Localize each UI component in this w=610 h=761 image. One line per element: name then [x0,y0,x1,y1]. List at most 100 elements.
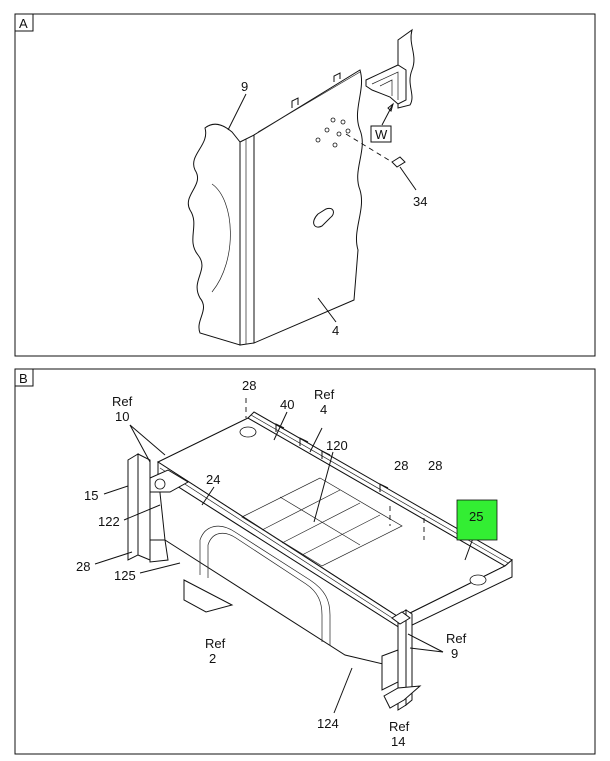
mounting-holes [315,117,351,148]
hole [330,117,336,123]
leader-ref10 [129,424,151,463]
panel-a-letter: A [19,16,28,31]
callout-122: 122 [98,514,120,529]
right-top-cap [391,611,411,625]
leader-24 [201,486,215,506]
rail-clip [299,437,309,446]
edge-trim [239,134,255,346]
panel-top-lip [257,71,361,133]
callout-25: 25 [469,509,483,524]
leader-ref10 [129,424,166,456]
left-end-bracket [127,453,189,563]
floor-drain-hole [239,426,257,438]
callout-w: W [375,127,388,142]
hole [324,127,330,133]
leader-15 [103,485,129,495]
top-clip-right [333,72,341,82]
callout-ref2-ref: Ref [205,636,226,651]
bottom-bracket-2 [183,579,234,613]
rail-clip [379,483,389,492]
callout-15: 15 [84,488,98,503]
callout-ref10-num: 10 [115,409,129,424]
panel-face-4 [253,69,363,344]
rail-clip [275,423,285,432]
oblong-cutout [313,207,334,228]
hole [336,131,342,137]
highlight-box-25 [456,499,498,541]
callout-24: 24 [206,472,220,487]
callout-ref14-ref: Ref [389,719,410,734]
callout-120: 120 [326,438,348,453]
leader-34 [399,166,417,191]
callout-ref14-num: 14 [391,734,405,749]
callout-4: 4 [332,323,339,338]
leader-125 [139,562,181,574]
side-panel-drawing [187,69,363,346]
trough-divider [281,502,361,544]
top-clip-left [291,97,299,108]
left-upright-side [137,453,151,561]
callout-125: 125 [114,568,136,583]
bracket-edge [379,79,393,96]
hole [315,137,321,143]
front-rail-line [159,467,401,624]
callout-28-top: 28 [242,378,256,393]
wall-section-9 [187,123,241,346]
hole [340,119,346,125]
panel-b: B [14,368,596,755]
right-upright-side [405,609,413,707]
skirt-arch-inner [207,532,323,642]
callout-28-right: 28 [428,458,442,473]
callout-w-box [370,125,392,143]
trough-divider [301,514,381,556]
callout-28-left: 28 [76,559,90,574]
left-lower-bracket [149,539,169,563]
front-skirt [157,473,401,669]
rail-clip [321,450,331,459]
callout-ref4-num: 4 [320,402,327,417]
leader-w-arrow [381,103,394,126]
hole [345,128,351,134]
panel-b-letter: B [19,371,28,386]
callout-ref2-num: 2 [209,651,216,666]
callout-ref4-ref: Ref [314,387,335,402]
callout-ref9-num: 9 [451,646,458,661]
hole [332,142,338,148]
right-foot-14 [383,685,422,709]
leader-28-left [94,551,133,565]
leader-124 [333,667,353,714]
panel-a-frame [14,13,596,357]
leader-120 [313,451,334,523]
callout-34: 34 [413,194,427,209]
leader-40 [273,411,288,441]
bracket-edge [371,71,399,100]
floor-drain-hole [469,574,487,586]
bracket-detail [365,28,415,109]
right-end-bracket [381,609,422,711]
callout-9: 9 [241,79,248,94]
panel-b-frame [14,368,596,755]
leader-4 [317,297,337,323]
tray-assembly [156,398,513,669]
callout-124: 124 [317,716,339,731]
trough-120 [241,477,403,567]
bracket-body [365,64,407,105]
callout-40: 40 [280,397,294,412]
panel-a: A [14,13,596,357]
callout-ref10-ref: Ref [112,394,133,409]
fastener-34 [391,156,406,168]
panel-a-letter-box [14,13,34,32]
leader-ref4 [309,427,323,453]
callout-28-mid: 28 [394,458,408,473]
leader-9 [227,93,247,131]
leader-122 [123,504,161,521]
callout-ref9-ref: Ref [446,631,467,646]
left-hinge-pin [154,478,166,490]
right-panel [381,649,399,691]
trough-divider [279,496,361,546]
panel-b-letter-box [14,368,34,387]
left-upright [127,453,139,561]
arrowhead-w [387,102,394,112]
leader-ref9 [407,633,444,653]
